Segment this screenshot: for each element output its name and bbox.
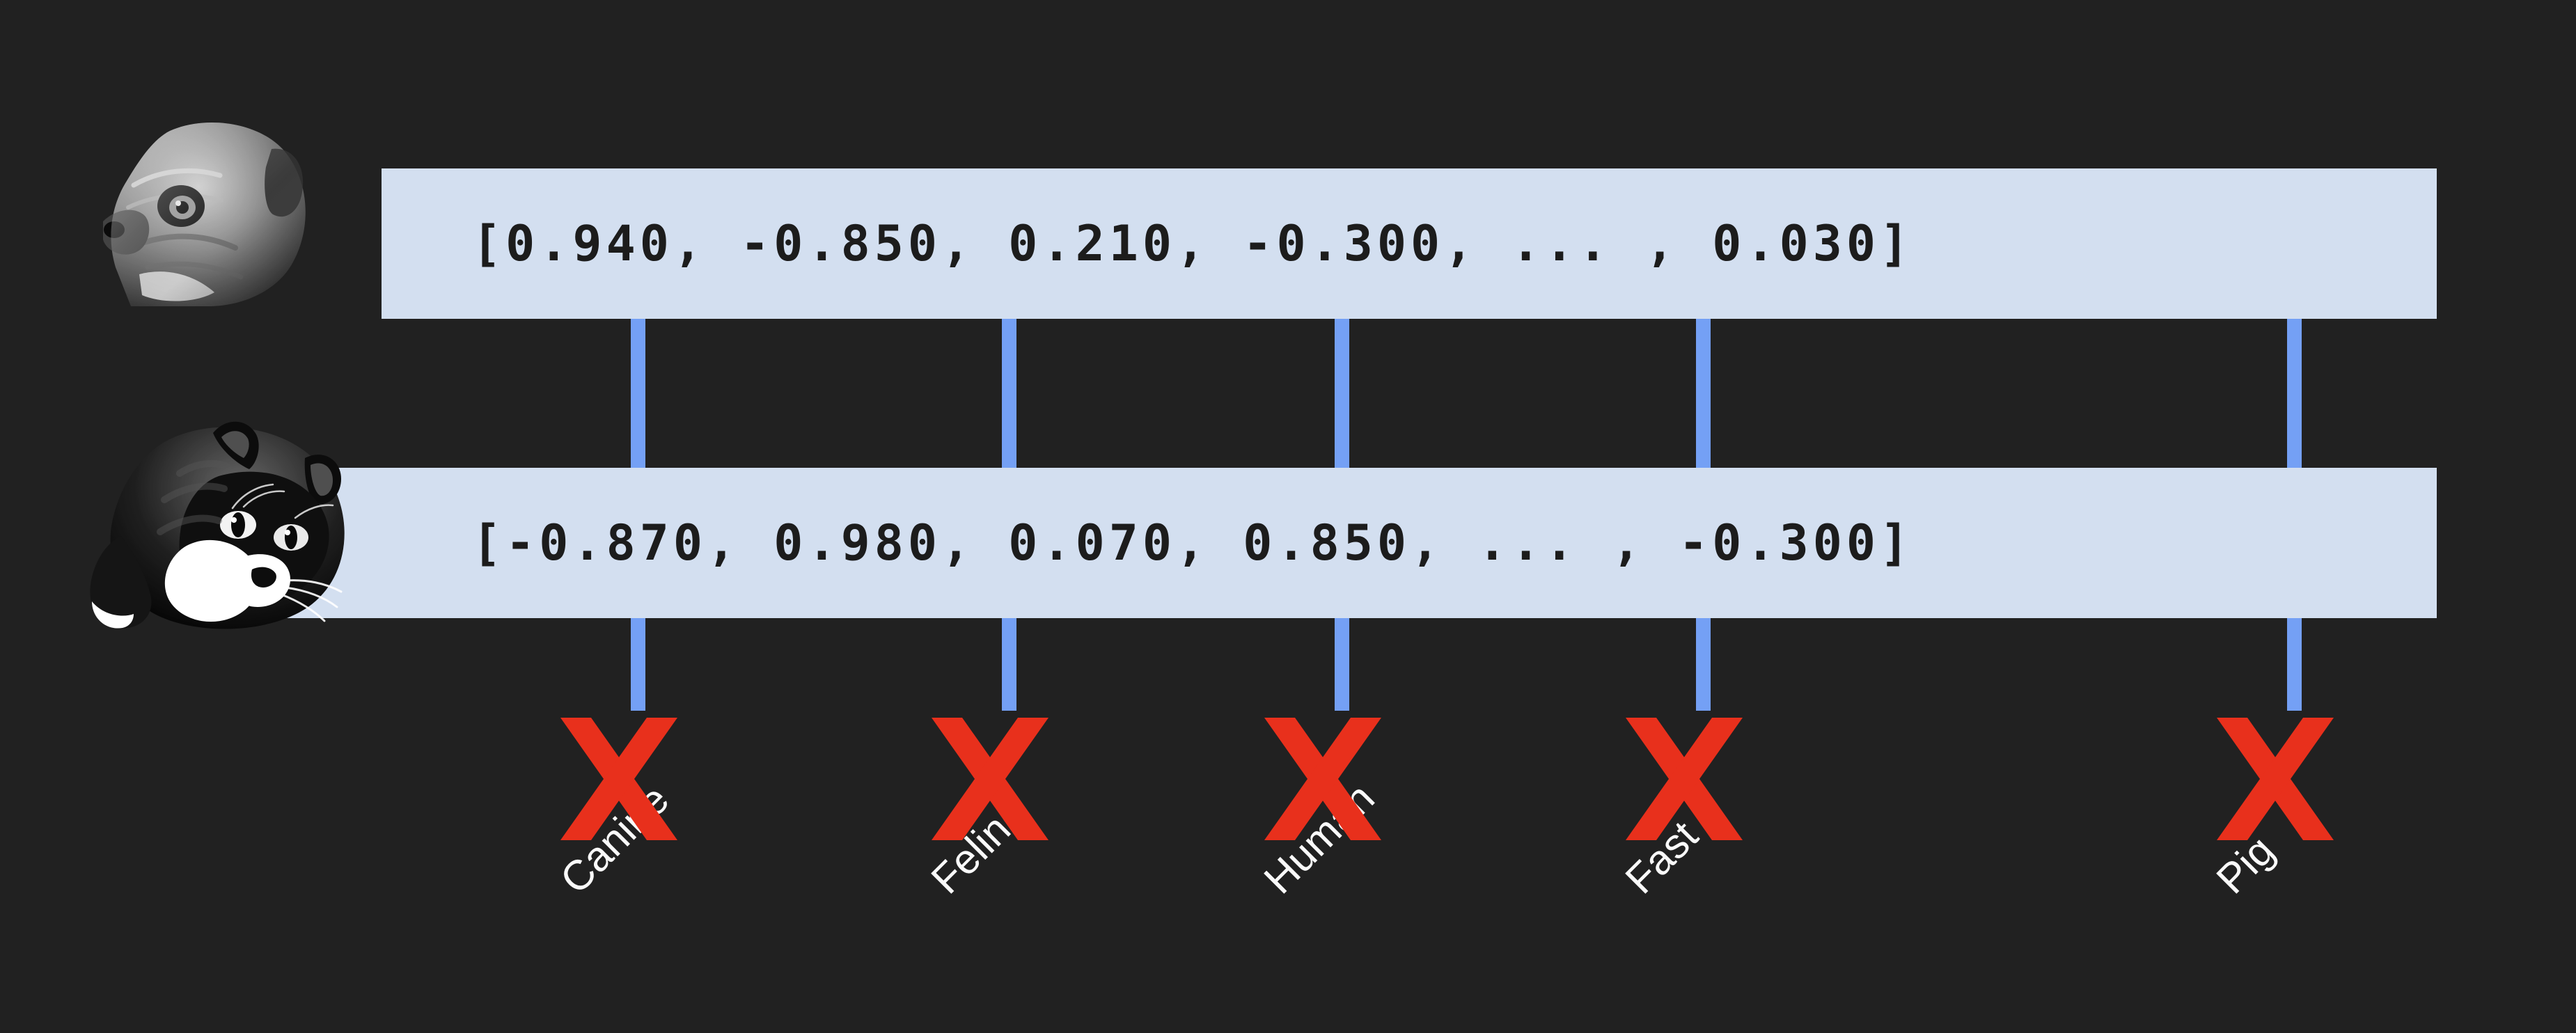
vector-row-cat: [-0.870, 0.980, 0.070, 0.850, ... , -0.3…	[209, 468, 2437, 618]
connector-tick-lower-feline	[1002, 618, 1016, 711]
vector-values-cat: [-0.870, 0.980, 0.070, 0.850, ... , -0.3…	[472, 514, 1914, 571]
vector-row-dog: [0.940, -0.850, 0.210, -0.300, ... , 0.0…	[382, 168, 2437, 319]
connector-tick-upper-human	[1335, 319, 1349, 468]
concept-label-text-human: Human	[1255, 774, 1383, 903]
concept-label-fast: Fast	[1595, 700, 1825, 929]
connector-tick-upper-fast	[1696, 319, 1711, 468]
concept-label-text-feline: Feline	[922, 789, 1036, 903]
connector-tick-lower-human	[1335, 618, 1349, 711]
concept-label-feline: Feline	[901, 700, 1131, 929]
concept-label-text-fast: Fast	[1616, 812, 1707, 903]
concept-label-text-canine: Canine	[551, 775, 678, 903]
connector-tick-upper-canine	[631, 319, 645, 468]
connector-tick-lower-pig	[2287, 618, 2302, 711]
concept-label-canine: Canine	[530, 700, 760, 929]
concept-label-human: Human	[1234, 700, 1463, 929]
concept-label-text-pig: Pig	[2207, 826, 2284, 903]
vector-values-dog: [0.940, -0.850, 0.210, -0.300, ... , 0.0…	[472, 215, 1914, 272]
connector-tick-lower-canine	[631, 618, 645, 711]
connector-tick-lower-fast	[1696, 618, 1711, 711]
dog-photo	[103, 103, 340, 312]
cat-photo	[82, 409, 361, 639]
concept-label-pig: Pig	[2186, 700, 2416, 929]
connector-tick-upper-pig	[2287, 319, 2302, 468]
connector-tick-upper-feline	[1002, 319, 1016, 468]
